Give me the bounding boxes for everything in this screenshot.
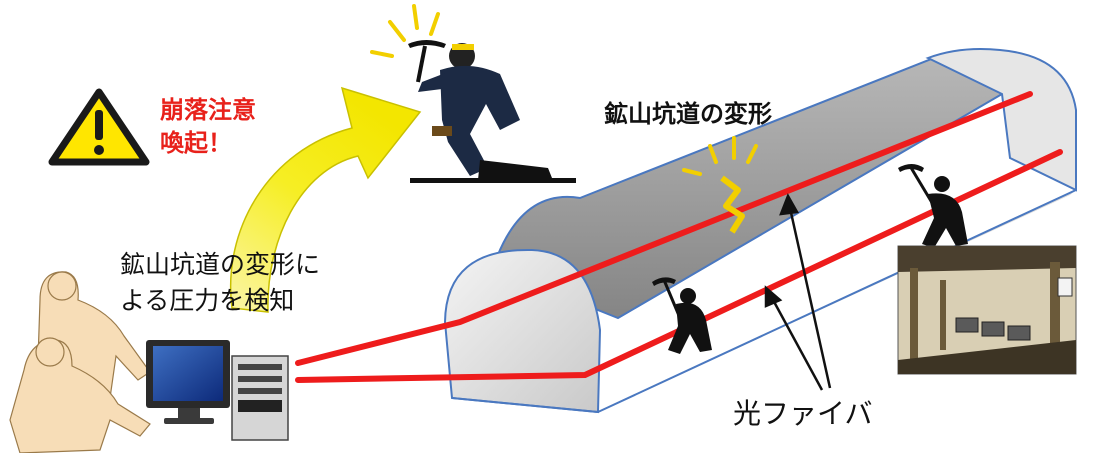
operators-at-computer-icon — [9, 271, 289, 453]
miner-with-pickaxe-icon — [370, 4, 576, 183]
warning-triangle-icon — [48, 88, 150, 166]
fiber-pointer-arrows — [764, 193, 832, 391]
curved-arrow — [230, 86, 422, 313]
optical-fiber-lines — [295, 91, 1063, 383]
optical-fiber-label: 光ファイバ — [733, 397, 873, 430]
tunnel-deformation-label: 鉱山坑道の変形 — [604, 100, 772, 128]
collapse-warning-line1: 崩落注意 — [160, 96, 256, 124]
deformation-mark — [682, 136, 758, 234]
mine-cart-photo — [897, 245, 1077, 375]
collapse-warning-label: 崩落注意 喚起！ — [160, 94, 256, 160]
miner-in-tunnel-icon — [652, 277, 712, 354]
collapse-warning-line2: 喚起！ — [160, 129, 232, 157]
miner-in-tunnel-icon — [898, 164, 968, 248]
detection-line2: よる圧力を検知 — [120, 286, 295, 315]
pressure-detection-label: 鉱山坑道の変形に よる圧力を検知 — [120, 247, 320, 319]
detection-line1: 鉱山坑道の変形に — [120, 250, 321, 279]
